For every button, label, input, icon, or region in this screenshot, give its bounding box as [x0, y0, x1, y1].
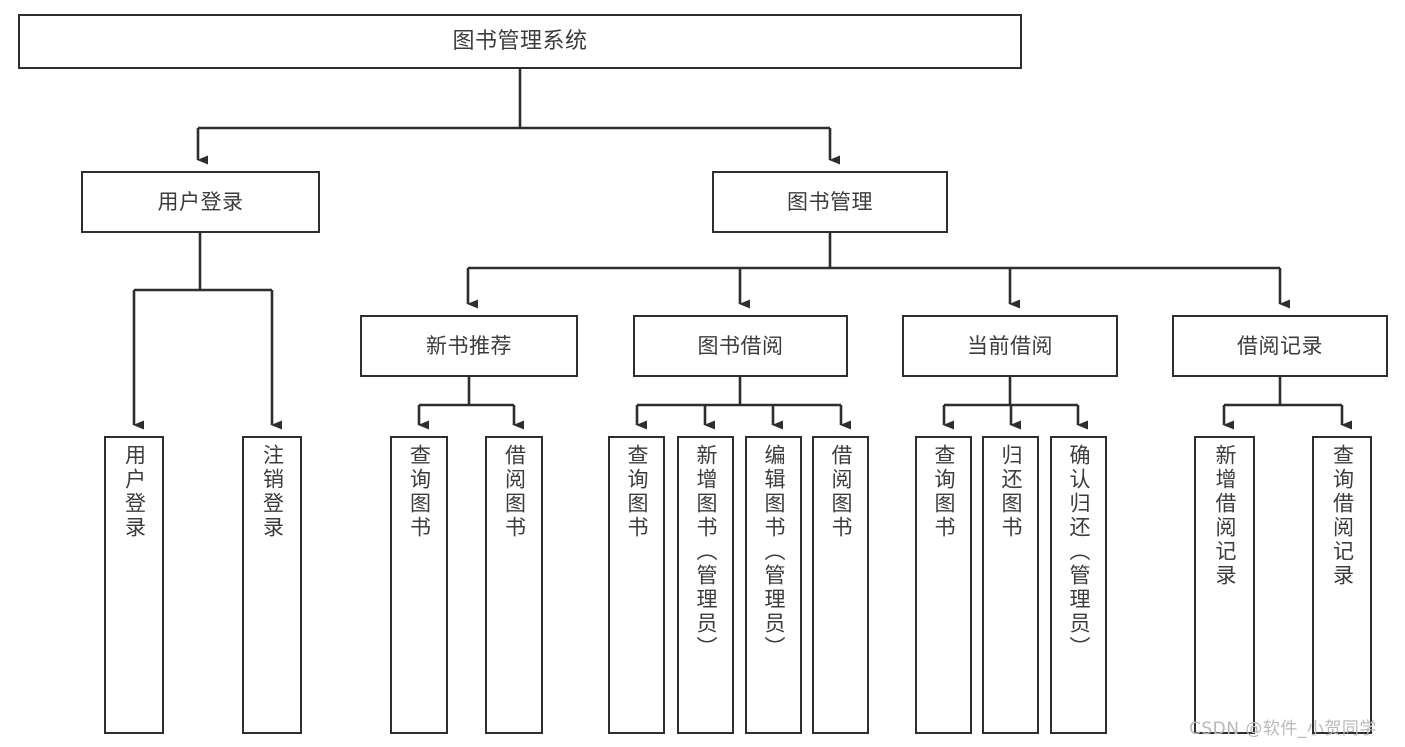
- node-root-book-management-system[interactable]: 图书管理系统: [18, 14, 1022, 69]
- node-leaf-edit-book-admin[interactable]: 编辑图书（管理员）: [745, 436, 802, 734]
- node-leaf-return-book[interactable]: 归还图书: [982, 436, 1039, 734]
- node-label: 新增借阅记录: [1213, 444, 1237, 588]
- node-label: 归还图书: [999, 444, 1023, 540]
- node-user-login[interactable]: 用户登录: [81, 171, 320, 233]
- node-label: 借阅图书: [829, 444, 853, 540]
- node-label: 查询图书: [625, 444, 649, 540]
- node-label: 图书管理系统: [452, 28, 588, 54]
- node-label: 用户登录: [157, 189, 244, 214]
- csdn-watermark: CSDN @软件_小贺同学: [1189, 719, 1377, 739]
- node-label: 新书推荐: [426, 333, 512, 358]
- node-label: 图书管理: [787, 189, 873, 214]
- node-new-book-recommendation[interactable]: 新书推荐: [360, 315, 578, 377]
- node-label: 用户登录: [122, 444, 147, 540]
- node-label: 借阅图书: [502, 444, 527, 540]
- node-book-borrowing[interactable]: 图书借阅: [633, 315, 848, 377]
- node-leaf-query-book-recommend[interactable]: 查询图书: [390, 436, 448, 734]
- node-leaf-add-borrow-record[interactable]: 新增借阅记录: [1194, 436, 1255, 734]
- node-label: 注销登录: [260, 444, 285, 540]
- node-leaf-borrow-book-recommend[interactable]: 借阅图书: [485, 436, 543, 734]
- node-label: 查询图书: [407, 444, 432, 540]
- node-leaf-logout-login[interactable]: 注销登录: [242, 436, 302, 734]
- node-label: 当前借阅: [967, 333, 1053, 358]
- node-borrowing-record[interactable]: 借阅记录: [1172, 315, 1388, 377]
- node-label: 新增图书（管理员）: [694, 444, 718, 660]
- node-label: 查询借阅记录: [1330, 444, 1355, 588]
- node-leaf-query-book-current[interactable]: 查询图书: [915, 436, 972, 734]
- node-label: 确认归还（管理员）: [1067, 444, 1091, 660]
- node-leaf-add-book-admin[interactable]: 新增图书（管理员）: [677, 436, 734, 734]
- node-book-management[interactable]: 图书管理: [712, 171, 948, 233]
- node-leaf-query-borrow-record[interactable]: 查询借阅记录: [1312, 436, 1372, 734]
- node-leaf-borrow-book-borrowing[interactable]: 借阅图书: [812, 436, 869, 734]
- node-leaf-confirm-return-admin[interactable]: 确认归还（管理员）: [1050, 436, 1107, 734]
- node-current-borrowing[interactable]: 当前借阅: [902, 315, 1118, 377]
- node-leaf-query-book-borrowing[interactable]: 查询图书: [608, 436, 665, 734]
- node-leaf-user-login[interactable]: 用户登录: [104, 436, 164, 734]
- node-label: 图书借阅: [697, 333, 784, 358]
- node-label: 借阅记录: [1237, 333, 1323, 358]
- node-label: 编辑图书（管理员）: [762, 444, 786, 660]
- node-label: 查询图书: [932, 444, 956, 540]
